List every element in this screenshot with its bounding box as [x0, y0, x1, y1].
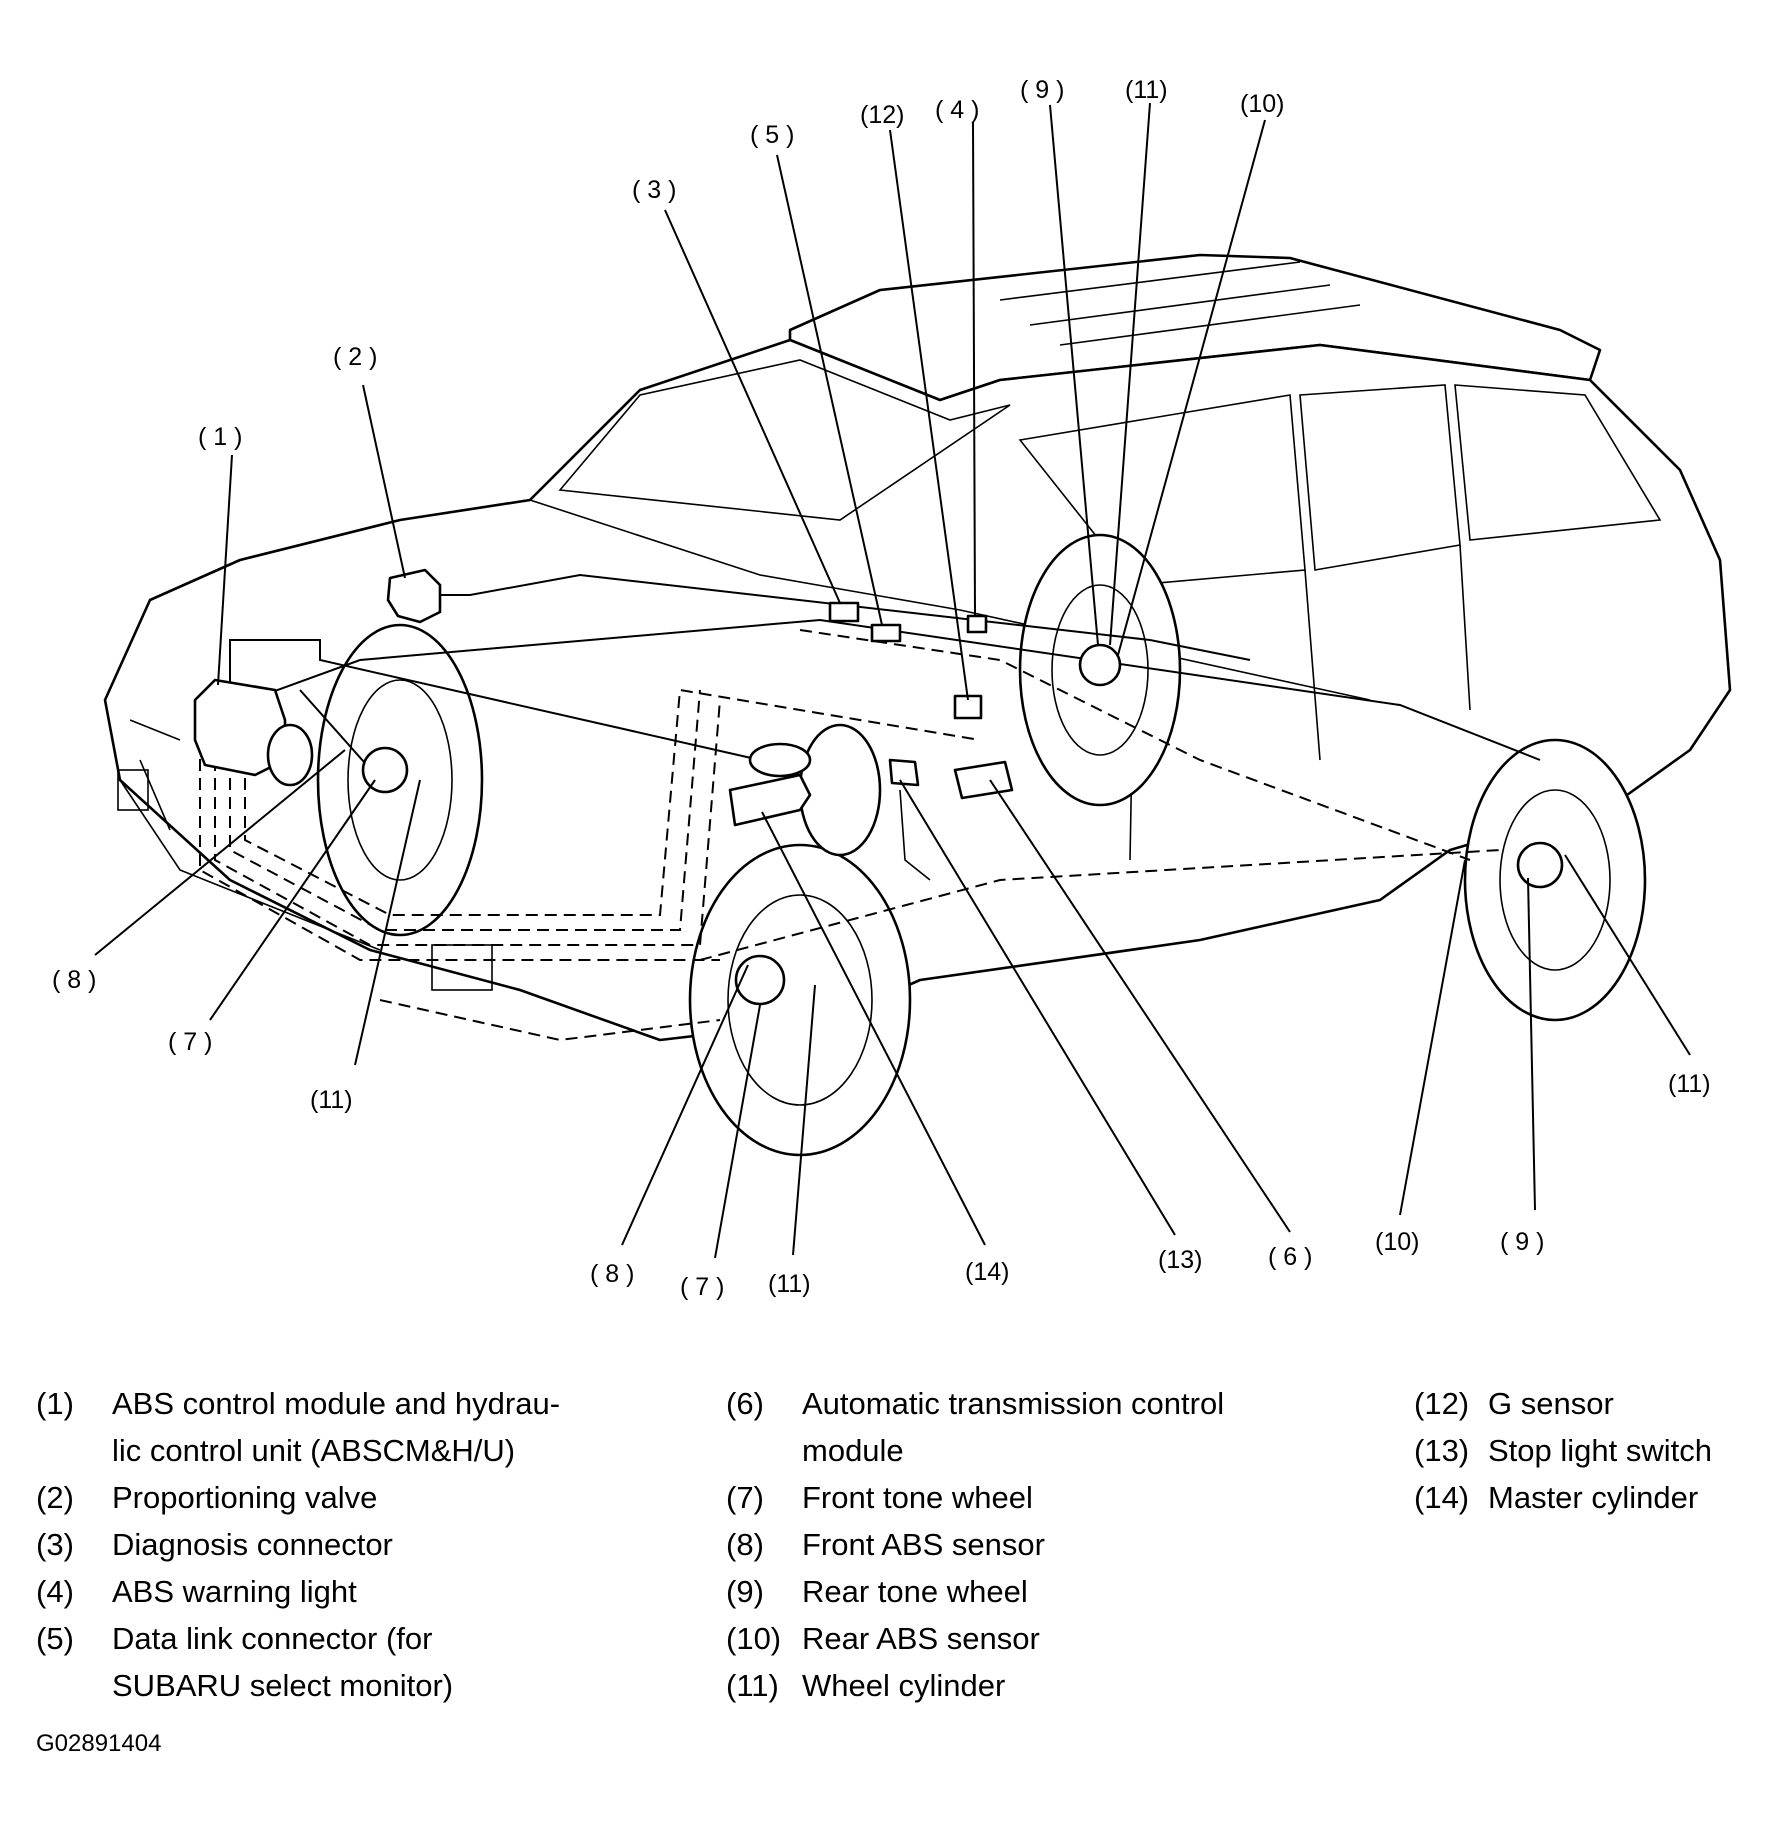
callout-4: ( 4 ) [935, 96, 979, 124]
legend-number: (11) [726, 1668, 779, 1703]
legend-text: ABS warning light [112, 1574, 357, 1609]
callout-11: (11) [768, 1270, 811, 1298]
legend-text: Rear tone wheel [802, 1574, 1028, 1609]
legend-column-3: (12) G sensor (13) Stop light switch (14) M… [1414, 1380, 1774, 1521]
legend-column-2: (6) Automatic transmission control module… [726, 1380, 1326, 1709]
master-cylinder [728, 773, 812, 827]
data-link-connector [870, 623, 902, 643]
callout-6: ( 6 ) [1268, 1243, 1312, 1271]
wheel-front-right [688, 843, 912, 1157]
legend-item: (5) Data link connector (for SUBARU selec… [36, 1615, 676, 1709]
legend-number: (9) [726, 1574, 764, 1609]
callout-7: ( 7 ) [680, 1273, 724, 1301]
legend-item: (8) Front ABS sensor [726, 1521, 1326, 1568]
callout-2: ( 2 ) [333, 343, 377, 371]
rear-tone-wheel-left [1078, 643, 1122, 687]
legend-text: Master cylinder [1488, 1480, 1699, 1515]
legend-number: (7) [726, 1480, 764, 1515]
callout-labels: ( 1 ) ( 2 ) ( 3 ) ( 5 ) (12) ( 4 ) ( 9 )… [52, 76, 1711, 1301]
callout-10: (10) [1375, 1228, 1419, 1256]
callout-8: ( 8 ) [590, 1260, 634, 1288]
components [193, 568, 1564, 1006]
callout-9: ( 9 ) [1020, 76, 1064, 104]
callout-10: (10) [1240, 90, 1284, 118]
callout-11: (11) [1668, 1070, 1711, 1098]
callout-1: ( 1 ) [198, 423, 242, 451]
legend-text: Front tone wheel [802, 1480, 1033, 1515]
callout-5: ( 5 ) [750, 121, 794, 149]
vehicle-quarter-window [1454, 384, 1662, 541]
stop-light-switch [888, 758, 920, 787]
callout-11: (11) [1125, 76, 1168, 104]
legend-text: ABS control module and hydrau- lic contr… [112, 1386, 561, 1468]
callout-13: (13) [1158, 1246, 1202, 1274]
diagnosis-connector [828, 601, 860, 623]
abs-system-diagram: ( 1 ) ( 2 ) ( 3 ) ( 5 ) (12) ( 4 ) ( 9 )… [52, 76, 1732, 1301]
legend-number: (1) [36, 1386, 74, 1421]
abs-warning-light [966, 614, 988, 634]
legend-text: Rear ABS sensor [802, 1621, 1040, 1656]
legend-column-1: (1) ABS control module and hydrau- lic co… [36, 1380, 676, 1709]
brake-booster [798, 723, 882, 857]
vehicle-fog-light [117, 769, 149, 811]
legend-item: (2) Proportioning valve [36, 1474, 676, 1521]
proportioning-valve [386, 568, 442, 624]
at-control-module [953, 760, 1014, 800]
vehicle-outline [103, 253, 1732, 1042]
legend-number: (12) [1414, 1386, 1470, 1421]
legend-number: (5) [36, 1621, 74, 1656]
legend-text: Diagnosis connector [112, 1527, 393, 1562]
callout-12: (12) [860, 101, 904, 129]
callout-7: ( 7 ) [168, 1028, 212, 1056]
legend-text: G sensor [1488, 1386, 1614, 1421]
callout-11: (11) [310, 1086, 353, 1114]
front-tone-wheel-left [361, 746, 409, 794]
legend-item: (9) Rear tone wheel [726, 1568, 1326, 1615]
legend-number: (3) [36, 1527, 74, 1562]
callout-9: ( 9 ) [1500, 1228, 1544, 1256]
legend-number: (4) [36, 1574, 74, 1609]
callout-8: ( 8 ) [52, 966, 96, 994]
legend-item: (11) Wheel cylinder [726, 1662, 1326, 1709]
legend-item: (6) Automatic transmission control module [726, 1380, 1326, 1474]
legend-number: (2) [36, 1480, 74, 1515]
legend-item: (7) Front tone wheel [726, 1474, 1326, 1521]
legend-text: Front ABS sensor [802, 1527, 1045, 1562]
legend-text: Stop light switch [1488, 1433, 1712, 1468]
vehicle-roof-rail [999, 261, 1361, 346]
legend-item: (3) Diagnosis connector [36, 1521, 676, 1568]
legend-item: (12) G sensor [1414, 1380, 1774, 1427]
legend-item: (14) Master cylinder [1414, 1474, 1774, 1521]
legend-number: (6) [726, 1386, 764, 1421]
legend-number: (13) [1414, 1433, 1470, 1468]
legend-text: Automatic transmission control module [802, 1386, 1225, 1468]
legend-number: (10) [726, 1621, 782, 1656]
legend-text: Data link connector (for SUBARU select m… [112, 1621, 454, 1703]
rear-tone-wheel-right [1516, 841, 1564, 889]
callout-3: ( 3 ) [632, 176, 676, 204]
vehicle-windshield [558, 359, 1011, 521]
legend-text: Proportioning valve [112, 1480, 378, 1515]
sensor-wiring [199, 629, 1501, 1042]
legend-number: (14) [1414, 1480, 1470, 1515]
legend-item: (13) Stop light switch [1414, 1427, 1774, 1474]
legend-item: (4) ABS warning light [36, 1568, 676, 1615]
legend-item: (1) ABS control module and hydrau- lic co… [36, 1380, 676, 1474]
legend-number: (8) [726, 1527, 764, 1562]
leader-lines [94, 102, 1691, 1259]
figure-id: G02891404 [36, 1730, 162, 1757]
legend-item: (10) Rear ABS sensor [726, 1615, 1326, 1662]
callout-14: (14) [965, 1258, 1009, 1286]
front-tone-wheel-right [734, 954, 786, 1006]
legend-text: Wheel cylinder [802, 1668, 1006, 1703]
vehicle-body [103, 338, 1732, 1042]
